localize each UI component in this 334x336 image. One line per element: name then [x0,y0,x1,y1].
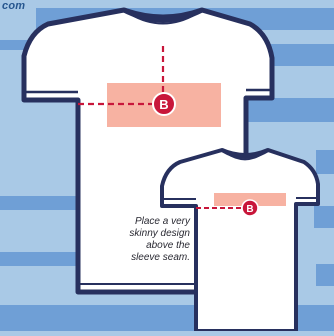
background-stripe [314,206,334,228]
caption-line: Place a very [94,216,190,228]
background-stripe [316,150,334,174]
placement-marker-large: B [153,93,175,115]
caption-line: above the [94,240,190,252]
marker-letter: B [246,204,253,215]
caption-line: skinny design [94,228,190,240]
placement-marker-small: B [242,200,258,216]
marker-letter: B [159,97,168,112]
placement-caption: Place a very skinny design above the sle… [94,216,190,264]
caption-line: sleeve seam. [94,252,190,264]
site-url-fragment: com [2,0,25,12]
background-stripe [316,264,334,286]
